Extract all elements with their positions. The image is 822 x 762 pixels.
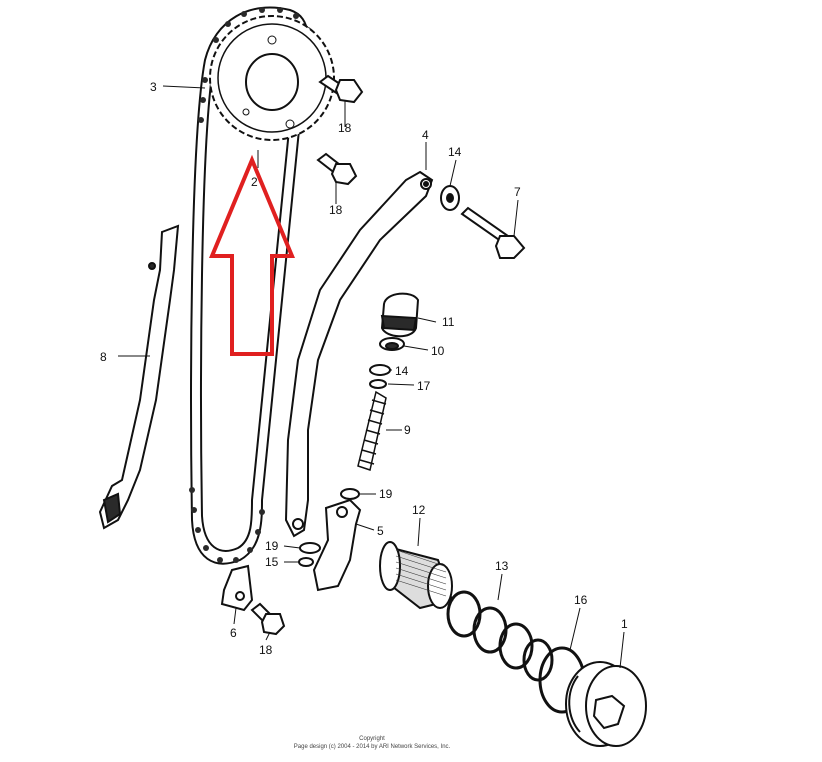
callout-8: 8 bbox=[100, 350, 107, 364]
bolt-18-c bbox=[250, 602, 286, 636]
callout-18-a: 18 bbox=[338, 121, 352, 135]
callout-13: 13 bbox=[495, 559, 509, 573]
tensioner-arm bbox=[284, 170, 434, 538]
callout-19-b: 19 bbox=[265, 539, 279, 553]
bracket-6 bbox=[220, 564, 254, 612]
leader-lines bbox=[118, 85, 625, 669]
callout-18-c: 18 bbox=[259, 643, 273, 657]
callout-7: 7 bbox=[514, 185, 521, 199]
callout-16: 16 bbox=[574, 593, 588, 607]
callout-labels: 3 2 8 4 18 18 14 7 11 10 14 17 9 19 5 19… bbox=[100, 80, 628, 657]
tensioner-slipper bbox=[312, 498, 362, 592]
callout-17: 17 bbox=[417, 379, 431, 393]
callout-5: 5 bbox=[377, 524, 384, 538]
copyright-line-1: Copyright bbox=[359, 736, 385, 742]
bolt-18-a bbox=[318, 74, 364, 104]
tensioner-cap bbox=[379, 292, 420, 351]
callout-14-a: 14 bbox=[448, 145, 462, 159]
callout-6: 6 bbox=[230, 626, 237, 640]
callout-3: 3 bbox=[150, 80, 157, 94]
washer-14 bbox=[440, 185, 460, 211]
cam-sprocket bbox=[209, 15, 335, 141]
tensioner-spring bbox=[357, 390, 387, 471]
callout-14-b: 14 bbox=[395, 364, 409, 378]
red-up-arrow bbox=[209, 154, 295, 356]
bolt-18-b bbox=[316, 152, 358, 186]
callout-1: 1 bbox=[621, 617, 628, 631]
copyright-line-2: Page design (c) 2004 - 2014 by ARI Netwo… bbox=[294, 744, 451, 750]
oil-filter bbox=[379, 541, 454, 610]
callout-2: 2 bbox=[251, 175, 258, 189]
callout-4: 4 bbox=[422, 128, 429, 142]
filter-cover-1 bbox=[565, 661, 647, 747]
chain-guide bbox=[98, 224, 180, 530]
callout-18-b: 18 bbox=[329, 203, 343, 217]
callout-9: 9 bbox=[404, 423, 411, 437]
callout-11: 11 bbox=[442, 315, 455, 329]
callout-15: 15 bbox=[265, 555, 279, 569]
filter-spring-13 bbox=[446, 590, 554, 682]
callout-10: 10 bbox=[431, 344, 445, 358]
callout-19-a: 19 bbox=[379, 487, 393, 501]
callout-12: 12 bbox=[412, 503, 426, 517]
